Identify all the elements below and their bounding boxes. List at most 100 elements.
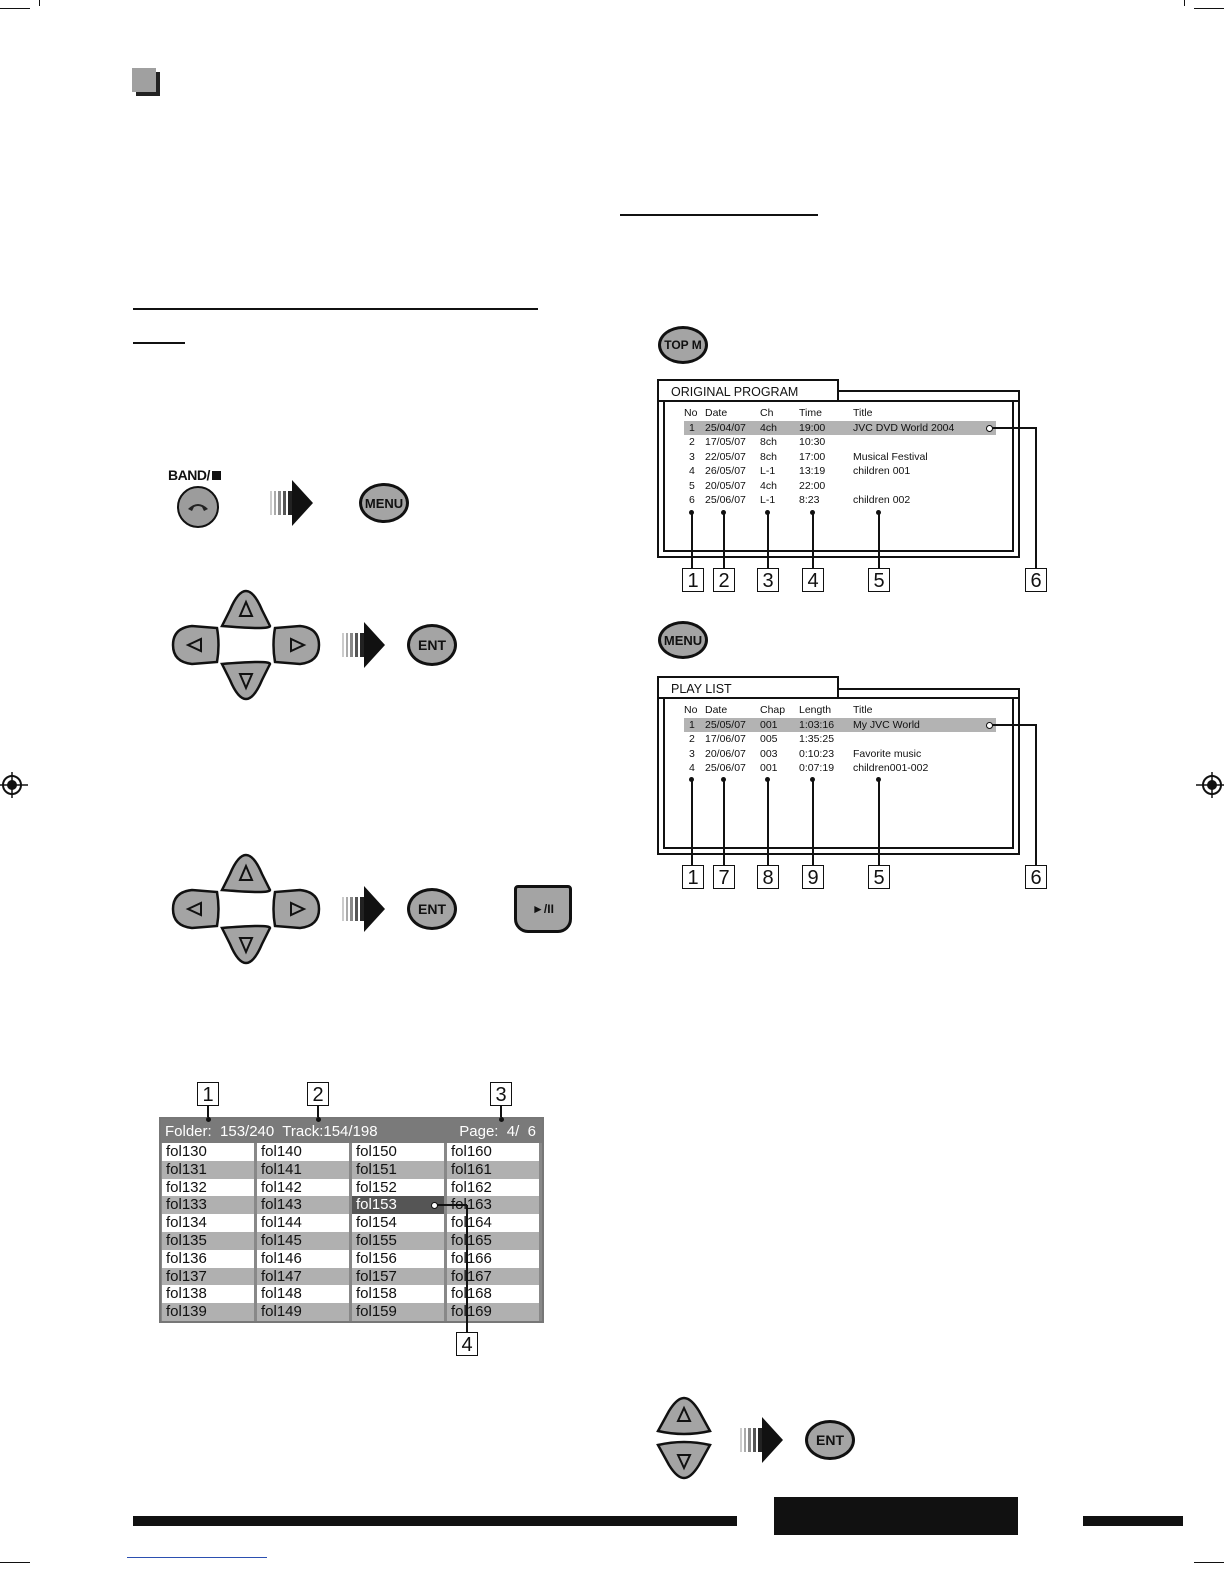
folder-item[interactable]: fol162 [447,1178,539,1197]
folder-item[interactable]: fol135 [162,1231,254,1250]
folder-item[interactable]: fol154 [352,1214,444,1232]
up-button[interactable] [656,1396,712,1436]
pl-callout: 7 [713,865,735,889]
folder-item[interactable]: fol169 [447,1303,539,1321]
folder-item[interactable]: fol131 [162,1160,254,1179]
folder-item[interactable]: fol140 [257,1143,349,1161]
table-cell: 4ch [760,479,777,492]
folder-item[interactable]: fol133 [162,1196,254,1215]
folder-item[interactable]: fol167 [447,1267,539,1286]
folder-item[interactable]: fol161 [447,1160,539,1179]
table-cell: 8ch [760,450,777,463]
callout-leader [723,512,725,568]
folder-item[interactable]: fol166 [447,1249,539,1268]
callout-leader [878,779,880,865]
callout-leader [767,512,769,568]
table-cell: 0:07:19 [799,762,835,774]
folder-item[interactable]: fol157 [352,1267,444,1286]
ent-button[interactable]: ENT [407,888,457,930]
folder-item[interactable]: fol137 [162,1267,254,1286]
crop-mark [1194,1562,1224,1563]
table-cell: 8ch [760,436,777,448]
folder-item[interactable]: fol144 [257,1214,349,1232]
folder-item[interactable]: fol165 [447,1231,539,1250]
down-button[interactable] [220,924,272,965]
up-button[interactable] [220,589,272,630]
ent-button[interactable]: ENT [805,1420,855,1460]
table-cell: My JVC World [853,718,920,731]
folder-item[interactable]: fol146 [257,1249,349,1268]
folder-item[interactable]: fol139 [162,1303,254,1321]
footer-bar [133,1516,737,1526]
top-menu-button[interactable]: TOP M [658,326,708,364]
table-cell: children 002 [853,494,911,506]
folder-item[interactable]: fol153 [352,1196,444,1215]
folder-item[interactable]: fol159 [352,1303,444,1321]
callout-leader [691,779,693,865]
right-button[interactable] [272,888,321,930]
folder-item[interactable]: fol136 [162,1249,254,1268]
folder-item[interactable]: fol160 [447,1143,539,1161]
rule [133,308,538,310]
callout-leader [812,779,814,865]
table-cell: 13:19 [799,465,826,477]
folder-item[interactable]: fol164 [447,1214,539,1232]
left-button[interactable] [171,624,220,666]
play-pause-button[interactable]: ►/II [514,885,572,933]
folder-item[interactable]: fol138 [162,1285,254,1304]
folder-item[interactable]: fol143 [257,1196,349,1215]
folder-item[interactable]: fol142 [257,1178,349,1197]
menu-button[interactable]: MENU [658,621,708,659]
menu-button[interactable]: MENU [359,483,409,523]
folder-item[interactable]: fol134 [162,1214,254,1232]
folder-item[interactable]: fol152 [352,1178,444,1197]
folder-item[interactable]: fol163 [447,1196,539,1215]
table-cell: 003 [760,747,778,760]
table-cell: 0:10:23 [799,747,835,760]
registration-mark-left [0,772,28,798]
table-cell: 20/05/07 [705,479,746,492]
ent-button[interactable]: ENT [407,624,457,666]
folder-item[interactable]: fol149 [257,1303,349,1321]
folder-item[interactable]: fol132 [162,1178,254,1197]
folder-item[interactable]: fol151 [352,1160,444,1179]
left-button[interactable] [171,888,220,930]
table-cell: 1:03:16 [799,718,835,731]
folder-item[interactable]: fol130 [162,1143,254,1161]
up-down-buttons [655,1395,713,1481]
folder-item[interactable]: fol158 [352,1285,444,1304]
right-button[interactable] [272,624,321,666]
down-button[interactable] [656,1440,712,1480]
table-header: No Date Ch Time Title [684,407,873,419]
table-cell: 3 [689,450,695,463]
folder-item[interactable]: fol156 [352,1249,444,1268]
up-button[interactable] [220,853,272,894]
table-cell: 005 [760,733,778,745]
folder-item[interactable]: fol141 [257,1160,349,1179]
folder-item[interactable]: fol148 [257,1285,349,1304]
play-list-tab: PLAY LIST [657,676,839,700]
folder-item[interactable]: fol145 [257,1231,349,1250]
down-button[interactable] [220,660,272,701]
table-cell: 8:23 [799,494,820,506]
op-callout: 2 [713,568,735,592]
folder-item[interactable]: fol150 [352,1143,444,1161]
folder-item[interactable]: fol147 [257,1267,349,1286]
folder-item[interactable]: fol168 [447,1285,539,1304]
folder-item[interactable]: fol155 [352,1231,444,1250]
band-button[interactable] [177,486,219,528]
